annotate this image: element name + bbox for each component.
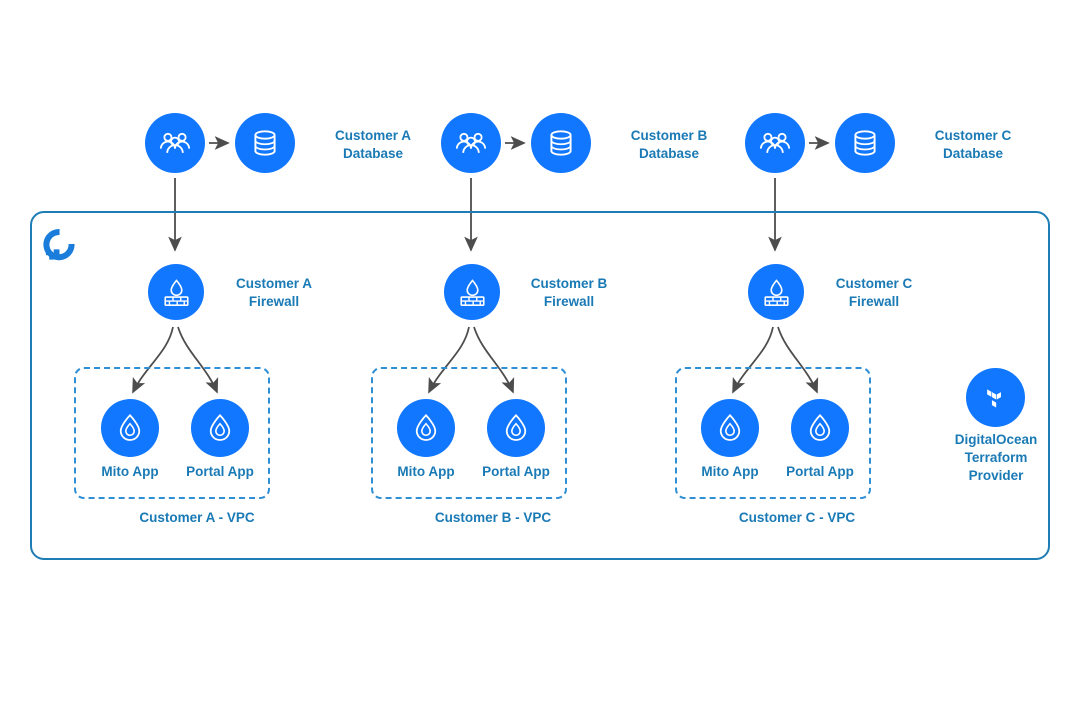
app-label-customer-c-portal: Portal App [786, 464, 854, 479]
firewall-icon-customer-c[interactable] [748, 264, 804, 320]
app-label-customer-b-mito: Mito App [397, 464, 455, 479]
terraform-provider-label: DigitalOcean Terraform Provider [954, 432, 1038, 483]
users-icon-customer-c[interactable] [745, 113, 805, 173]
firewall-icon-customer-b[interactable] [444, 264, 500, 320]
firewall-label-customer-b: Customer B Firewall [530, 276, 608, 309]
app-icon-customer-c-portal[interactable] [791, 399, 849, 457]
app-icon-customer-b-mito[interactable] [397, 399, 455, 457]
digitalocean-logo-icon [40, 226, 78, 264]
firewall-icon-customer-a[interactable] [148, 264, 204, 320]
users-icon-customer-b[interactable] [441, 113, 501, 173]
app-label-customer-a-mito: Mito App [101, 464, 159, 479]
vpc-box-customer-a [74, 367, 270, 499]
digitalocean-container [30, 211, 1050, 560]
database-label-customer-c: Customer C Database [934, 128, 1012, 161]
vpc-label-customer-c: Customer C - VPC [738, 510, 856, 525]
app-icon-customer-a-portal[interactable] [191, 399, 249, 457]
terraform-logo-icon[interactable] [966, 368, 1025, 427]
database-icon-customer-a[interactable] [235, 113, 295, 173]
vpc-label-customer-b: Customer B - VPC [434, 510, 552, 525]
app-label-customer-c-mito: Mito App [701, 464, 759, 479]
vpc-box-customer-b [371, 367, 567, 499]
vpc-label-customer-a: Customer A - VPC [139, 510, 255, 525]
firewall-label-customer-a: Customer A Firewall [235, 276, 312, 309]
app-icon-customer-b-portal[interactable] [487, 399, 545, 457]
app-label-customer-b-portal: Portal App [482, 464, 550, 479]
database-icon-customer-b[interactable] [531, 113, 591, 173]
app-icon-customer-c-mito[interactable] [701, 399, 759, 457]
app-label-customer-a-portal: Portal App [186, 464, 254, 479]
database-icon-customer-c[interactable] [835, 113, 895, 173]
firewall-label-customer-c: Customer C Firewall [835, 276, 913, 309]
vpc-box-customer-c [675, 367, 871, 499]
users-icon-customer-a[interactable] [145, 113, 205, 173]
database-label-customer-a: Customer A Database [334, 128, 411, 161]
app-icon-customer-a-mito[interactable] [101, 399, 159, 457]
database-label-customer-b: Customer B Database [630, 128, 708, 161]
